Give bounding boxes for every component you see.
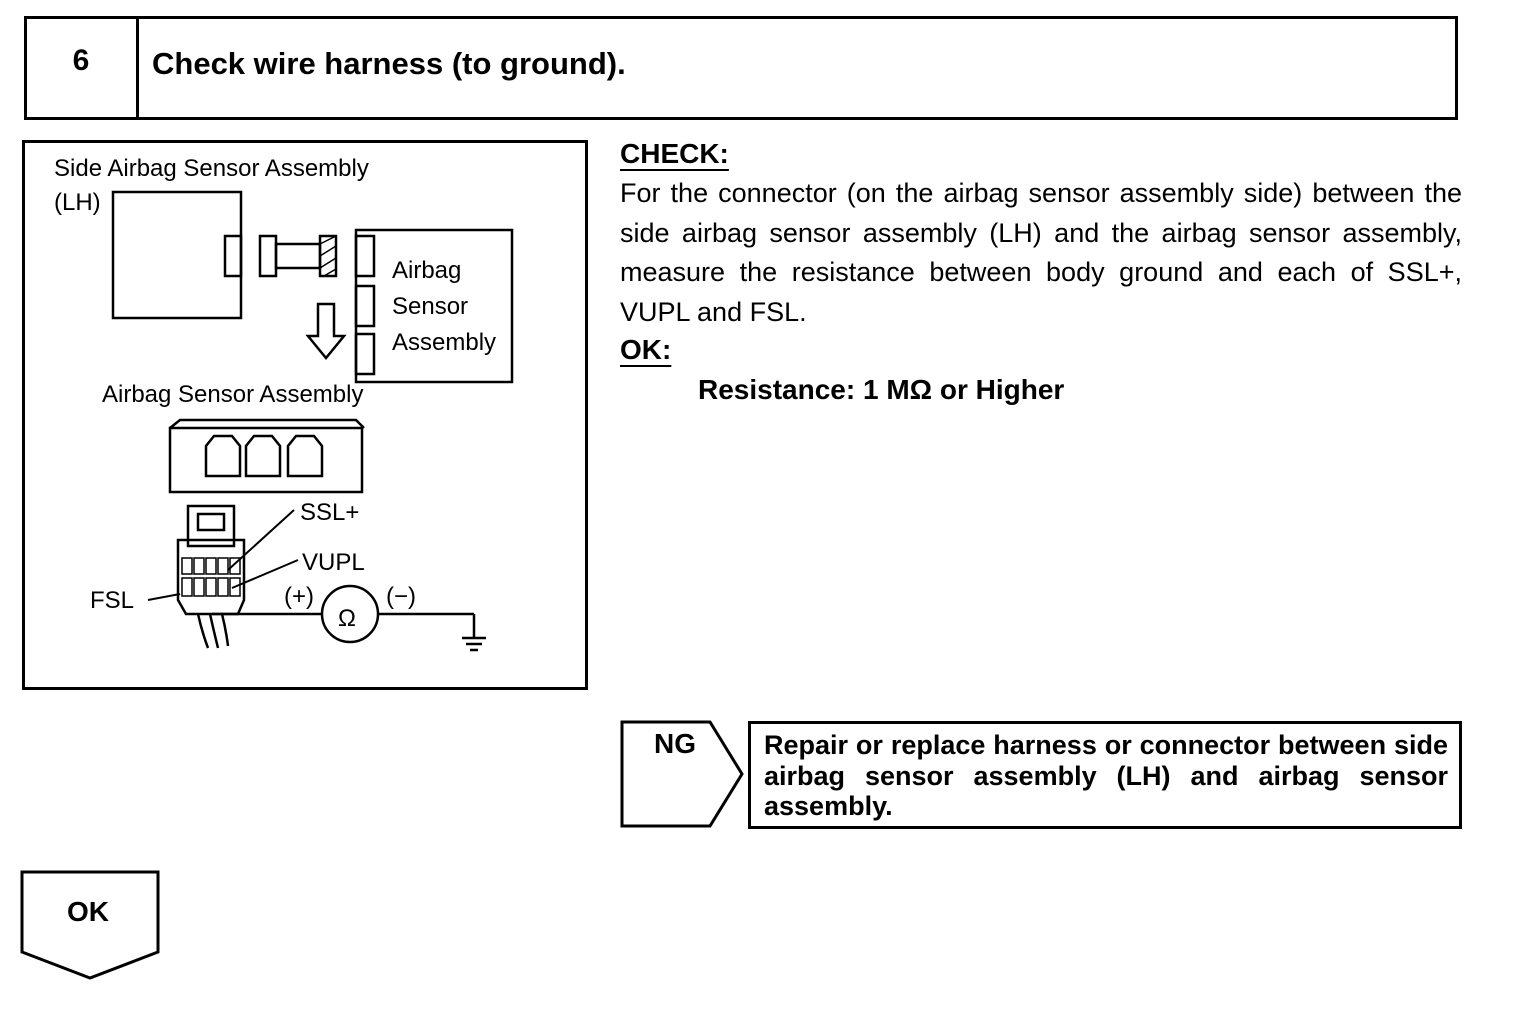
airbag-sensor-connector [168,426,364,494]
ng-action-text: Repair or replace harness or connector b… [764,730,1448,821]
plus-label: (+) [284,583,314,610]
step-title: Check wire harness (to ground). [152,46,626,81]
vupl-label: VUPL [302,549,365,576]
ng-action-box [748,721,1462,829]
ground-icon [462,636,486,652]
ok-label: OK [67,896,109,927]
figure-frame [22,140,588,690]
step-number: 6 [72,44,90,77]
step-header-box [24,16,1458,120]
wiring-diagram: Side Airbag Sensor Assembly (LH) Airbag … [54,155,514,652]
side-sensor-label-line1: Side Airbag Sensor Assembly [54,155,369,182]
airbag-box-line1: Airbag [392,257,461,284]
ssl-plus-label: SSL+ [300,499,359,526]
ok-arrow-icon [20,870,160,980]
check-text: For the connector (on the airbag sensor … [620,178,1462,327]
minus-label: (−) [386,583,416,610]
fsl-label: FSL [90,587,134,614]
connector-icon [258,234,338,278]
resistance-spec: Resistance: 1 MΩ or Higher [698,374,1065,405]
step-divider [136,16,139,120]
harness-connector [176,504,246,649]
airbag-box-line3: Assembly [392,329,496,356]
ng-arrow-icon [620,720,744,828]
ok-heading: OK: [620,334,672,365]
airbag-sensor-label: Airbag Sensor Assembly [102,381,363,408]
side-sensor-box [111,190,243,320]
side-sensor-label-line2: (LH) [54,189,101,216]
check-heading: CHECK: [620,138,729,169]
airbag-box-line2: Sensor [392,293,468,320]
ohm-symbol: Ω [338,605,356,632]
ng-label: NG [654,728,696,759]
arrow-down-icon [305,302,347,360]
side-sensor-port [223,234,243,278]
